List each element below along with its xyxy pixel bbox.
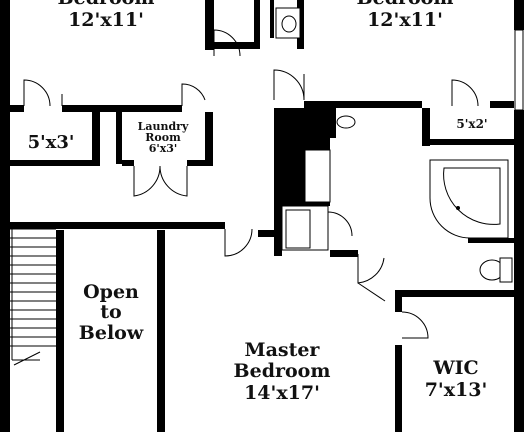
open-to-below-line2: to — [100, 301, 121, 323]
bedroom-left-size: 12'x11' — [68, 9, 144, 31]
master-size: 14'x17' — [244, 382, 320, 404]
room-bedroom-right: Bedroom 12'x11' — [357, 0, 454, 31]
doors — [23, 29, 479, 339]
bedroom-right-size: 12'x11' — [367, 9, 443, 31]
laundry-size: 6'x3' — [149, 142, 178, 155]
bedroom-right-name: Bedroom — [357, 0, 454, 9]
laundry-name-line1: Laundry — [138, 120, 189, 133]
master-name-line1: Master — [245, 339, 321, 361]
room-wic: WIC 7'x13' — [425, 357, 488, 401]
open-to-below-line1: Open — [83, 281, 139, 303]
bedroom-left-name: Bedroom — [58, 0, 155, 9]
master-name-line2: Bedroom — [234, 360, 331, 382]
room-laundry: Laundry Room 6'x3' — [138, 120, 189, 155]
closet-right-size: 5'x2' — [456, 117, 487, 131]
staircase — [10, 228, 56, 366]
room-open-to-below: Open to Below — [79, 281, 144, 344]
room-master-bedroom: Master Bedroom 14'x17' — [234, 339, 331, 404]
fixtures — [275, 7, 513, 283]
laundry-name-line2: Room — [145, 131, 181, 144]
room-closet-left: 5'x3' — [28, 132, 75, 153]
wic-name: WIC — [432, 357, 478, 379]
room-closet-right: 5'x2' — [456, 117, 487, 131]
closet-left-size: 5'x3' — [28, 132, 75, 153]
wic-size: 7'x13' — [425, 379, 488, 401]
room-bedroom-left: Bedroom 12'x11' — [58, 0, 155, 31]
open-to-below-line3: Below — [79, 322, 144, 344]
